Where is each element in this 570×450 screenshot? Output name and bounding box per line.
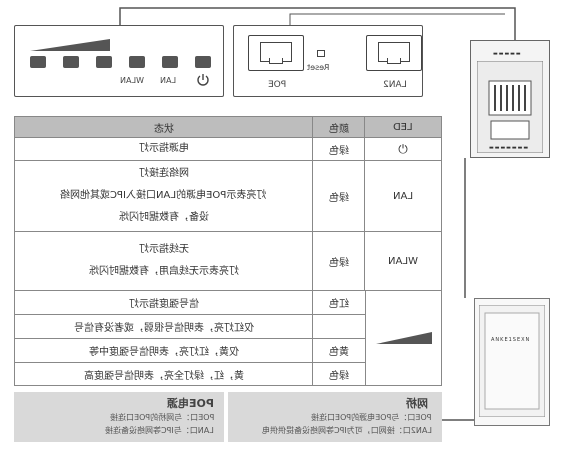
led-name: WLAN <box>387 255 418 267</box>
status-text: 设备，有数据时闪烁 <box>118 212 209 223</box>
table-row-wlan: 无线指示灯 灯亮表示无线启用，有数据时闪烁 绿色 WLAN <box>14 232 442 291</box>
status-text: 灯亮表示无线启用，有数据时闪烁 <box>88 266 239 277</box>
signal-sub-row: 黄，红，绿灯全亮，表明信号强度高 绿色 <box>15 363 365 386</box>
header-color: 颜色 <box>313 117 365 137</box>
led-indicator <box>96 56 112 68</box>
status-text: 仅黄，红灯亮，表明信号强度中等 <box>88 347 239 358</box>
bridge-led-panel <box>14 25 224 97</box>
signal-sub-row: 信号强度指示灯 红色 <box>15 291 365 315</box>
lan2-port <box>366 35 422 71</box>
footer-bridge: 网桥 POE口：与POE电源的POE口连接 LAN2口：接网口，可为IPC等网络… <box>228 392 442 442</box>
signal-sub-row: 仅黄，红灯亮，表明信号强度中等 黄色 <box>15 339 365 363</box>
status-text: 仅红灯亮，表明信号很弱，或者没有信号 <box>73 323 254 334</box>
poe-power-device: ANKE1SEXN <box>474 298 550 426</box>
led-status-table: 状态 颜色 LED 电源指示灯 绿色 ⏻ 网络连接灯 灯亮表示POE电源的LAN… <box>14 116 442 386</box>
header-led: LED <box>393 121 413 133</box>
device-label-text: ANKE1SEXN <box>491 337 531 343</box>
bridge-device: ▬▬▬▬▬ ▬▬▬▬▬▬▬ <box>470 40 550 158</box>
reset-button <box>317 50 325 57</box>
device-brand-text: ▬▬▬▬▬ <box>493 51 522 57</box>
color-text: 绿色 <box>328 145 349 157</box>
table-row-lan: 网络连接灯 灯亮表示POE电源的LAN口接入IPC或其他网络 设备，有数据时闪烁… <box>14 161 442 232</box>
device-body-drawing <box>479 305 545 417</box>
signal-strength-icon <box>375 332 432 344</box>
led-indicator <box>30 56 46 68</box>
footer-title: 网桥 <box>406 397 428 410</box>
status-text: 信号强度指示灯 <box>128 299 199 310</box>
footer-title: POE电源 <box>167 397 214 410</box>
lan2-port-label: LAN2 <box>383 80 407 90</box>
table-header-row: 状态 颜色 LED <box>14 116 442 138</box>
power-led-icon: ⏻ <box>398 141 408 156</box>
led-name: LAN <box>392 190 414 202</box>
power-icon <box>197 74 209 86</box>
led-label-lan: LAN <box>160 76 177 85</box>
signal-sub-table: 信号强度指示灯 红色 仅红灯亮，表明信号很弱，或者没有信号 仅黄，红灯亮，表明信… <box>15 291 366 386</box>
led-label-wlan: WLAN <box>120 76 145 85</box>
status-text: 电源指示灯 <box>138 143 189 154</box>
footer-line: LAN2口：接网口，可为IPC等网络设备提供供电 <box>262 426 432 435</box>
footer-line: POE口：与POE电源的POE口连接 <box>311 413 432 422</box>
color-text: 绿色 <box>328 192 349 204</box>
reset-label: Reset <box>307 63 330 72</box>
status-text: 无线指示灯 <box>138 244 189 255</box>
header-status: 状态 <box>15 117 313 137</box>
led-indicator <box>129 56 145 68</box>
led-indicator <box>63 56 79 68</box>
table-row-power: 电源指示灯 绿色 ⏻ <box>14 138 442 161</box>
status-text: 网络连接灯 <box>138 168 189 179</box>
footer-line: LAN口：与IPC等网络设备连接 <box>105 426 214 435</box>
signal-strength-icon <box>30 39 110 51</box>
color-text: 绿色 <box>329 371 349 382</box>
poe-port <box>248 35 304 71</box>
footer-poe-power: POE电源 POE口：与网桥的POE口连接 LAN口：与IPC等网络设备连接 <box>14 392 224 442</box>
device-body-drawing <box>477 61 543 153</box>
table-row-signal: 信号强度指示灯 红色 仅红灯亮，表明信号很弱，或者没有信号 仅黄，红灯亮，表明信… <box>14 291 442 386</box>
color-text: 红色 <box>329 299 349 310</box>
poe-port-label: POE <box>268 80 287 90</box>
color-text: 绿色 <box>328 257 349 269</box>
device-label-text: ▬▬▬▬▬▬▬ <box>489 145 530 151</box>
led-indicator <box>162 56 178 68</box>
footer-line: POE口：与网桥的POE口连接 <box>109 413 214 422</box>
led-indicator <box>195 56 211 68</box>
signal-sub-row: 仅红灯亮，表明信号很弱，或者没有信号 <box>15 315 365 339</box>
status-text: 灯亮表示POE电源的LAN口接入IPC或其他网络 <box>60 190 267 201</box>
status-text: 黄，红，绿灯全亮，表明信号强度高 <box>83 371 244 382</box>
color-text: 黄色 <box>329 347 349 358</box>
